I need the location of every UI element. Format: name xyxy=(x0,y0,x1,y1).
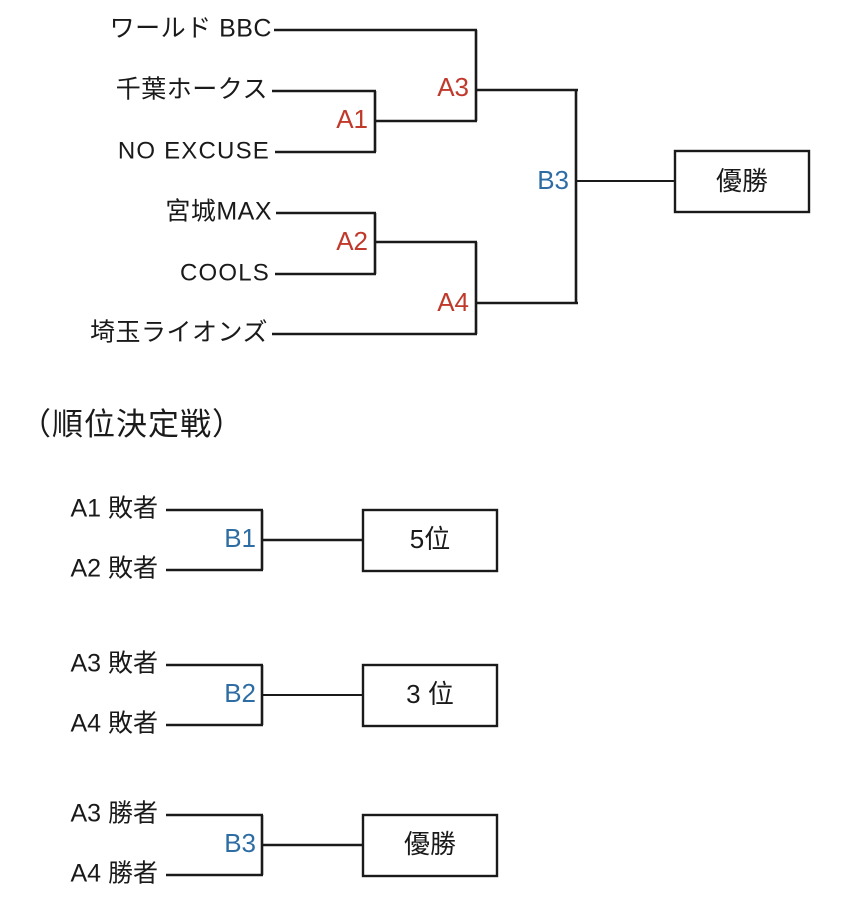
team-label-1: ワールド BBC xyxy=(110,15,272,43)
placement-section-heading: （順位決定戦） xyxy=(20,407,244,442)
rank-box-3 xyxy=(361,663,499,728)
champion-box-label: 優勝 xyxy=(716,166,768,196)
match-code-b3-main: B3 xyxy=(537,165,569,195)
placement-entrant-b3-bottom: A4 勝者 xyxy=(70,860,158,888)
match-code-b1: B1 xyxy=(224,523,256,553)
match-code-a2: A2 xyxy=(336,226,368,256)
team-label-2: 千葉ホークス xyxy=(116,76,268,104)
rank-box-champion xyxy=(361,813,499,878)
rank-box-champion-label: 優勝 xyxy=(404,829,456,859)
rank-box-3-label: 3 位 xyxy=(406,679,454,709)
team-label-4: 宮城MAX xyxy=(165,198,272,226)
placement-entrant-b1-bottom: A2 敗者 xyxy=(70,555,158,583)
team-label-5: COOLS xyxy=(180,259,270,286)
match-code-b3-placement: B3 xyxy=(224,828,256,858)
placement-entrant-b3-top: A3 勝者 xyxy=(70,800,158,828)
match-code-b2: B2 xyxy=(224,678,256,708)
placement-entrant-b2-top: A3 敗者 xyxy=(70,650,158,678)
match-code-a1: A1 xyxy=(336,104,368,134)
placement-entrant-b2-bottom: A4 敗者 xyxy=(70,710,158,738)
placement-entrant-b1-top: A1 敗者 xyxy=(70,495,158,523)
match-code-a3: A3 xyxy=(437,72,469,102)
rank-box-5 xyxy=(361,508,499,573)
match-code-a4: A4 xyxy=(437,287,469,317)
champion-box xyxy=(673,149,811,214)
rank-box-5-label: 5位 xyxy=(410,524,450,554)
team-label-6: 埼玉ライオンズ xyxy=(90,319,268,347)
team-label-3: NO EXCUSE xyxy=(118,137,270,164)
